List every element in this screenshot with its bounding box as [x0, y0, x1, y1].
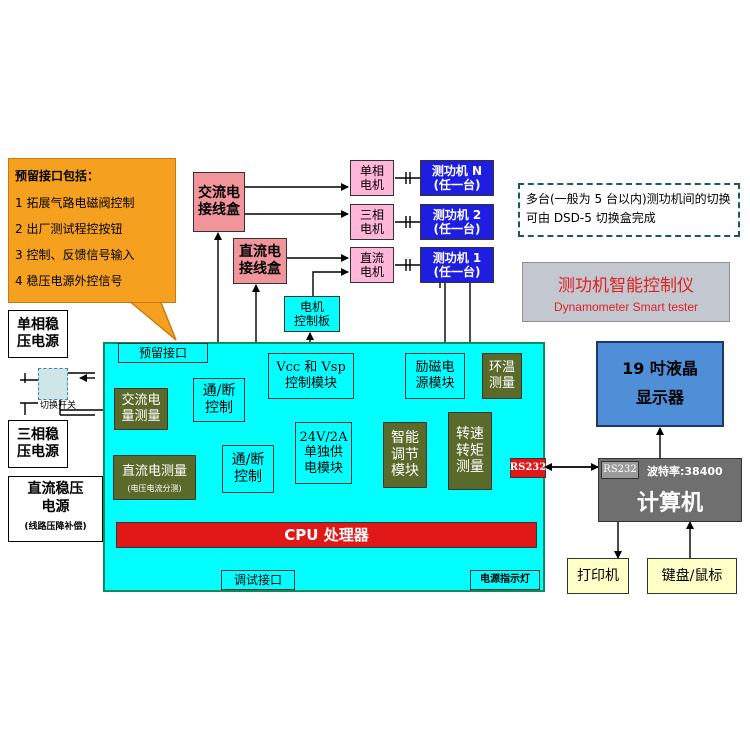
computer: RS232 波特率:38400 计算机	[598, 458, 742, 522]
callout-item-2: 2 出厂测试程控按钮	[15, 222, 123, 236]
intelligent-regulation-module: 智能 调节 模块	[383, 422, 427, 488]
callout-title: 预留接口包括：	[15, 169, 100, 183]
dc-measurement-note: (电压电流分测)	[127, 484, 182, 493]
switching-note: 多台(一般为 5 台以内)测功机间的切换可由 DSD-5 切换盒完成	[518, 183, 740, 237]
dynamometer-2: 测功机 2 (任一台)	[420, 204, 494, 240]
callout-item-3: 3 控制、反馈信号输入	[15, 248, 135, 262]
cpu-processor: CPU 处理器	[116, 522, 537, 548]
callout-item-1: 1 拓展气路电磁阀控制	[15, 196, 135, 210]
speed-torque-module: 转速 转矩 测量	[448, 412, 492, 490]
dc-power-supply-note: (线路压降补偿)	[24, 522, 87, 532]
ac-junction-box: 交流电 接线盒	[193, 172, 245, 232]
on-off-control-1: 通/断 控制	[193, 378, 245, 422]
on-off-control-2: 通/断 控制	[222, 445, 274, 493]
product-title-en: Dynamometer Smart tester	[553, 300, 699, 314]
baud-rate: 波特率:38400	[647, 465, 723, 478]
printer: 打印机	[567, 558, 629, 594]
dc-junction-box: 直流电 接线盒	[233, 238, 287, 284]
computer-label: 计算机	[636, 491, 703, 516]
single-phase-power-supply: 单相稳 压电源	[8, 310, 68, 358]
dc-power-supply: 直流稳压 电源 (线路压降补偿)	[8, 476, 103, 542]
switch-icon	[38, 368, 68, 400]
dc-motor: 直流 电机	[350, 247, 394, 283]
dc-measurement-module: 直流电测量 (电压电流分测)	[113, 455, 196, 500]
lcd-monitor: 19 吋液晶 显示器	[596, 341, 724, 427]
switch-label: 切换开关	[40, 401, 77, 411]
excitation-power-module: 励磁电 源模块	[405, 353, 465, 399]
product-banner: 测功机智能控制仪 Dynamometer Smart tester	[522, 262, 730, 322]
single-phase-motor: 单相 电机	[350, 160, 394, 196]
motor-control-board: 电机 控制板	[284, 296, 340, 332]
dynamometer-n: 测功机 N (任一台)	[420, 160, 494, 196]
vcc-vsp-control-module: Vcc 和 Vsp 控制模块	[268, 353, 354, 399]
power-indicator: 电源指示灯	[470, 570, 540, 590]
three-phase-motor: 三相 电机	[350, 204, 394, 240]
keyboard-mouse: 键盘/鼠标	[647, 558, 737, 594]
dc-measurement-label: 直流电测量	[121, 464, 187, 479]
rs232-port: RS232	[510, 458, 546, 478]
debug-port: 调试接口	[221, 570, 295, 590]
three-phase-power-supply: 三相稳 压电源	[8, 420, 68, 468]
dynamometer-1: 测功机 1 (任一台)	[420, 247, 494, 283]
callout-item-4: 4 稳压电源外控信号	[15, 274, 123, 288]
reserved-interfaces-callout: 预留接口包括： 1 拓展气路电磁阀控制 2 出厂测试程控按钮 3 控制、反馈信号…	[8, 158, 176, 303]
reserved-port: 预留接口	[118, 343, 208, 363]
ac-measurement-module: 交流电 量测量	[114, 388, 168, 430]
independent-psu-module: 24V/2A 单独供 电模块	[295, 422, 352, 484]
product-title-cn: 测功机智能控制仪	[558, 276, 694, 296]
dc-power-supply-label: 直流稳压 电源	[27, 481, 84, 515]
ambient-temperature-module: 环温 测量	[482, 353, 522, 399]
computer-rs232: RS232	[601, 461, 639, 479]
